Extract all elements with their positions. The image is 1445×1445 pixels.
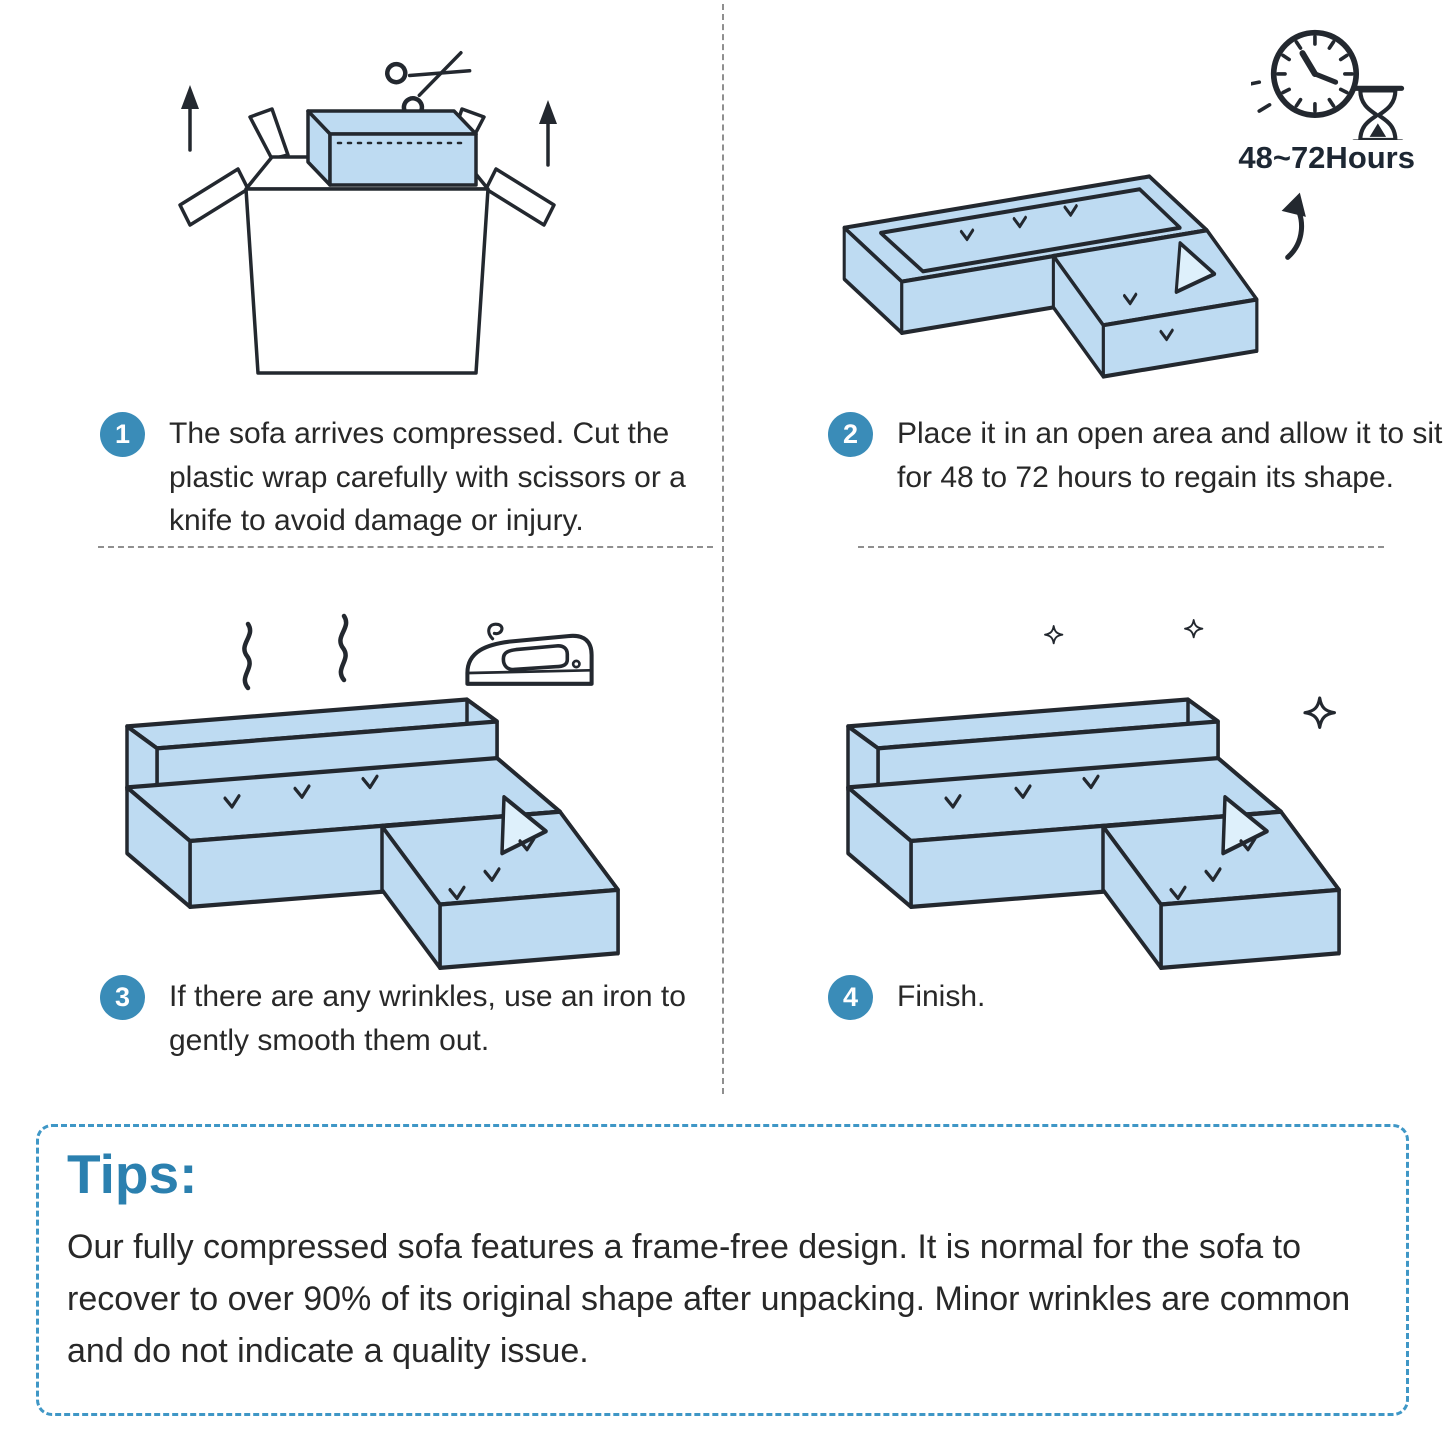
sparkle-icon (1303, 696, 1336, 729)
step-2-caption: 2 Place it in an open area and allow it … (828, 412, 1445, 499)
step-panel-2: 48~72Hours (723, 0, 1445, 548)
clock-ticks (1276, 34, 1354, 113)
up-arrow-icon (181, 85, 199, 152)
tips-body: Our fully compressed sofa features a fra… (67, 1228, 1351, 1370)
clock-icon (1251, 29, 1405, 140)
hourglass-icon (1351, 85, 1405, 140)
step-panel-3: 3 If there are any wrinkles, use an iron… (0, 548, 722, 1100)
step-4-text: Finish. (897, 980, 986, 1013)
l-shaped-sofa (842, 174, 1259, 379)
step-1-text: The sofa arrives compressed. Cut the pla… (169, 417, 686, 537)
step-1-caption: 1 The sofa arrives compressed. Cut the p… (100, 412, 721, 543)
sofa-resting-illustration (842, 174, 1306, 379)
sparkle-icon (1044, 625, 1064, 645)
curved-up-arrow-icon (1281, 192, 1306, 260)
step-number-badge: 2 (828, 412, 873, 457)
step-number-badge: 4 (828, 975, 873, 1020)
steam-icon (242, 621, 253, 691)
l-shaped-sofa (848, 700, 1339, 968)
motion-dashes (1251, 80, 1272, 113)
steam-icon (338, 613, 349, 683)
step-4-caption: 4 Finish. (828, 975, 1445, 1020)
tufting-marks (959, 204, 1174, 342)
step-number-badge: 1 (100, 412, 145, 457)
iron-icon (465, 622, 594, 686)
tips-title: Tips: (67, 1143, 198, 1205)
horizontal-divider-left (98, 546, 713, 548)
step-2-text: Place it in an open area and allow it to… (897, 417, 1443, 494)
scissors-icon (385, 51, 472, 119)
step-3-caption: 3 If there are any wrinkles, use an iron… (100, 975, 721, 1062)
step-3-text: If there are any wrinkles, use an iron t… (169, 980, 686, 1057)
compressed-sofa (306, 109, 478, 187)
step-panel-4: 4 Finish. (723, 548, 1445, 1100)
finished-sofa-illustration (833, 619, 1378, 985)
up-arrow-icon (539, 100, 557, 167)
clock-hands (1299, 50, 1339, 85)
tips-box: Tips: Our fully compressed sofa features… (36, 1124, 1409, 1416)
box-flaps-and-front (178, 167, 556, 375)
vertical-divider (722, 4, 724, 1094)
step-panel-1: 1 The sofa arrives compressed. Cut the p… (0, 0, 722, 548)
horizontal-divider-right (858, 546, 1384, 548)
step-number-badge: 3 (100, 975, 145, 1020)
duration-label: 48~72Hours (1238, 140, 1415, 175)
unboxing-illustration (178, 51, 557, 375)
cushion-flap (1174, 241, 1217, 294)
l-shaped-sofa (127, 700, 618, 968)
ironing-illustration (112, 613, 657, 985)
sparkle-icon (1184, 619, 1204, 639)
